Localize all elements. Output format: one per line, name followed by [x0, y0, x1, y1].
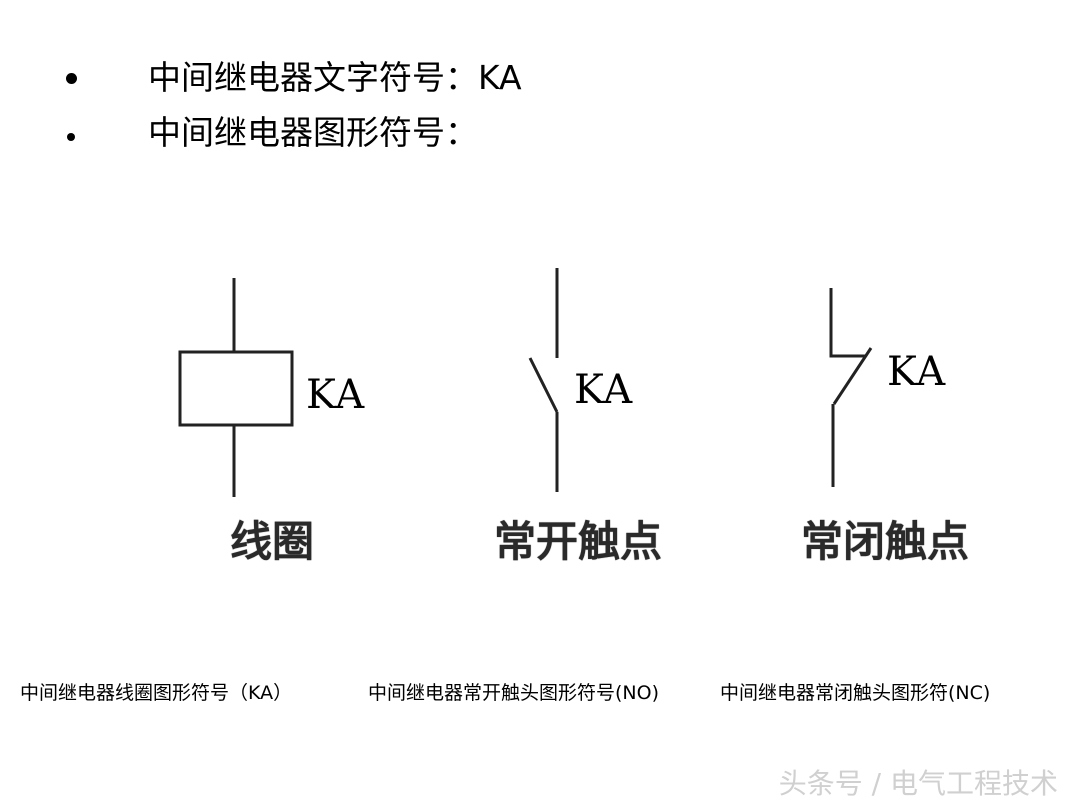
coil-caption: 线圈 — [230, 517, 315, 566]
coil-symbol — [178, 278, 294, 497]
bullet-dot — [66, 73, 77, 84]
bullet-dot — [67, 133, 75, 141]
no-contact-description: 中间继电器常开触头图形符号(NO) — [368, 682, 659, 704]
bullet-text: 中间继电器文字符号：KA — [148, 58, 522, 97]
nc-contact-lead-top — [829, 288, 866, 358]
coil-description: 中间继电器线圈图形符号（KA） — [20, 682, 293, 704]
coil-label: KA — [306, 372, 366, 418]
no-contact-symbol — [528, 268, 559, 492]
no-contact-label: KA — [574, 367, 634, 413]
no-contact-caption: 常开触点 — [494, 517, 663, 566]
nc-contact-label: KA — [887, 349, 947, 395]
nc-contact-blade — [832, 347, 873, 405]
nc-contact-symbol — [829, 288, 873, 487]
bullet-text: 中间继电器图形符号： — [148, 113, 478, 152]
watermark: 头条号 / 电气工程技术 — [778, 767, 1058, 800]
no-contact-blade — [528, 357, 559, 413]
nc-contact-description: 中间继电器常闭触头图形符(NC) — [720, 682, 991, 704]
coil-rectangle — [178, 350, 294, 427]
nc-contact-caption: 常闭触点 — [801, 517, 970, 566]
